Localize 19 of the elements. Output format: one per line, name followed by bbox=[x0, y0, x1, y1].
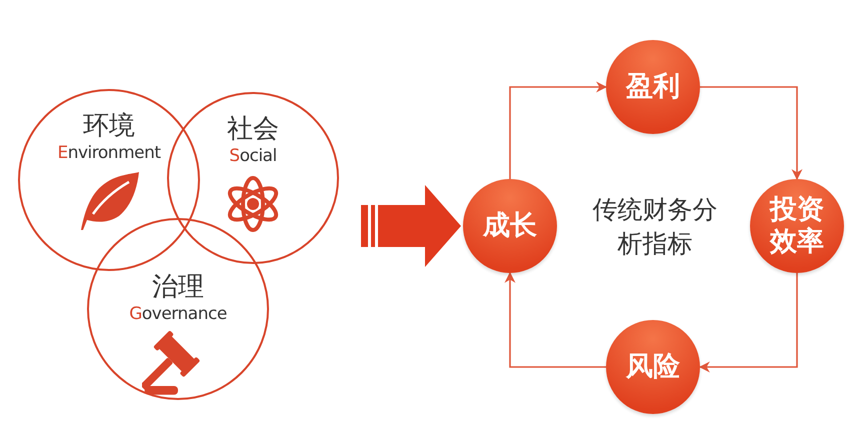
arrow bbox=[509, 82, 608, 179]
indicator-label: 风险 bbox=[624, 350, 681, 384]
center-caption: 传统财务分析指标 bbox=[592, 194, 718, 260]
indicator-label: 盈利 bbox=[624, 70, 681, 104]
arrow bbox=[698, 273, 798, 372]
category-title: 环境 bbox=[83, 111, 135, 142]
category-title: 治理 bbox=[152, 272, 204, 304]
category-subtitle: Social bbox=[229, 145, 277, 168]
category-subtitle: Environment bbox=[57, 142, 161, 164]
arrow bbox=[700, 86, 802, 180]
block-arrow bbox=[361, 185, 461, 267]
category-subtitle: Governance bbox=[129, 303, 227, 326]
venn-circle bbox=[167, 92, 339, 264]
venn-circle bbox=[18, 89, 200, 271]
venn-circle bbox=[87, 218, 269, 400]
indicator-label: 投资效率 bbox=[768, 194, 825, 258]
category-title: 社会 bbox=[227, 114, 279, 146]
arrow bbox=[504, 272, 606, 368]
indicator-label: 成长 bbox=[482, 210, 538, 242]
